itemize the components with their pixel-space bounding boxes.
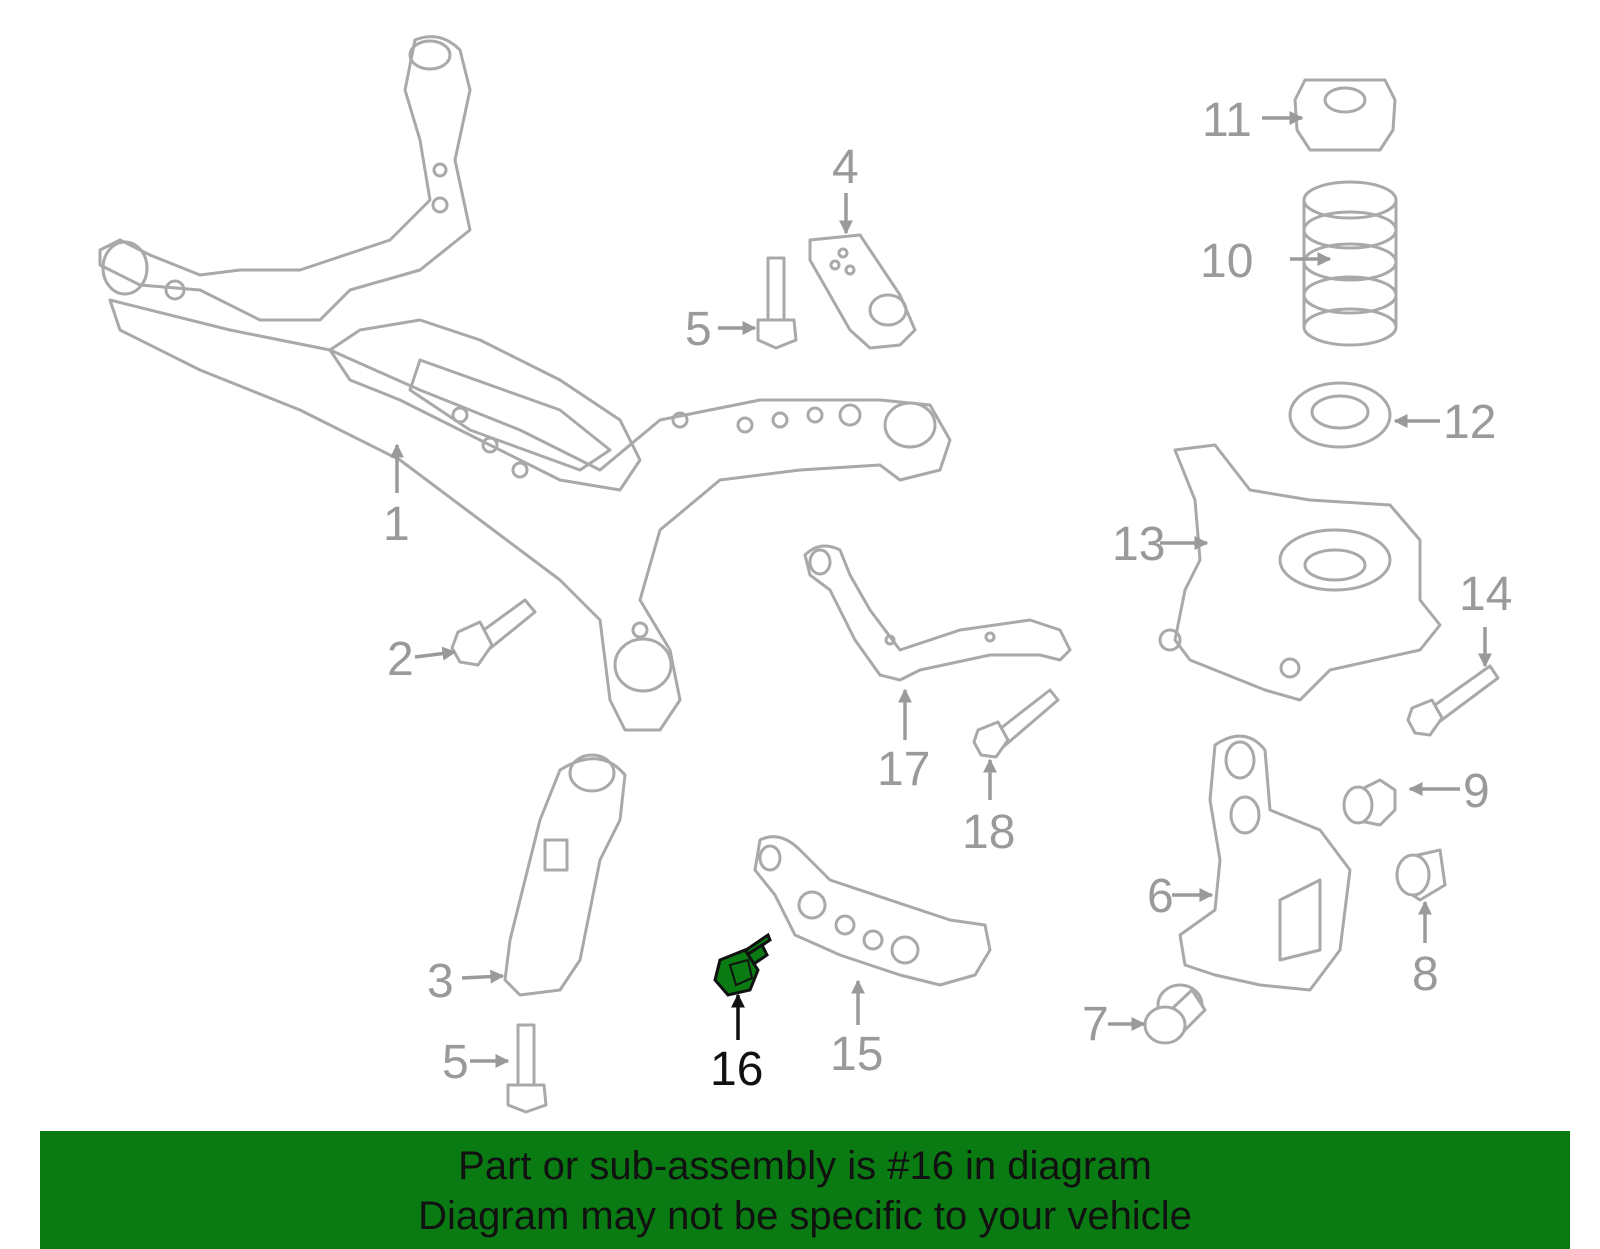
callout-label-9: 9 [1463, 765, 1490, 818]
bushing-part-7 [1143, 983, 1207, 1045]
callout-label-16: 16 [710, 1043, 763, 1096]
arrow-3 [461, 969, 505, 984]
callout-label-15: 15 [830, 1028, 883, 1081]
banner-line-2: Diagram may not be specific to your vehi… [418, 1194, 1192, 1238]
callout-label-7: 7 [1082, 998, 1109, 1051]
bolt-part-2 [450, 598, 537, 667]
arrow-2 [414, 646, 457, 661]
banner-line-1: Part or sub-assembly is #16 in diagram [458, 1144, 1152, 1188]
bolt-part-18 [972, 688, 1060, 759]
callout-label-3: 3 [427, 955, 454, 1008]
bolt-part-16-highlighted[interactable] [713, 932, 772, 997]
bolt-part-5b [506, 1023, 548, 1114]
bushing-part-8 [1395, 848, 1447, 902]
callout-label-13: 13 [1112, 518, 1165, 571]
callout-label-2: 2 [387, 633, 414, 686]
bolt-part-5a [756, 256, 798, 350]
coil-spring-part-10 [1302, 180, 1398, 347]
callout-label-5a: 5 [685, 303, 712, 356]
callout-label-10: 10 [1200, 235, 1253, 288]
callout-label-14: 14 [1459, 568, 1512, 621]
callout-label-12: 12 [1443, 396, 1496, 449]
subframe-part [98, 35, 952, 732]
callout-arrows [390, 111, 1492, 1068]
callout-label-18: 18 [962, 806, 1015, 859]
upper-arm-part-17 [803, 544, 1072, 682]
knuckle-part-6 [1178, 734, 1352, 992]
spring-seat-part-12 [1288, 381, 1392, 449]
lower-arm-part-3 [503, 753, 627, 997]
housing-part-13 [1158, 443, 1442, 702]
info-banner: Part or sub-assembly is #16 in diagram D… [40, 1131, 1570, 1249]
control-arm-part-15 [753, 835, 992, 987]
callout-label-5b: 5 [442, 1036, 469, 1089]
bracket-part-4 [808, 233, 917, 350]
bump-stop-part-11 [1293, 78, 1397, 152]
callout-label-11: 11 [1202, 94, 1252, 147]
callout-label-1: 1 [383, 498, 410, 551]
callout-label-6: 6 [1147, 870, 1174, 923]
callout-labels: 1 2 3 4 5 5 6 7 8 9 10 11 12 13 14 15 16… [383, 94, 1512, 1096]
callout-label-17: 17 [877, 743, 930, 796]
callout-label-8: 8 [1412, 948, 1439, 1001]
callout-label-4: 4 [832, 141, 859, 194]
bushing-part-9 [1342, 778, 1397, 827]
bolt-part-14 [1406, 664, 1500, 737]
